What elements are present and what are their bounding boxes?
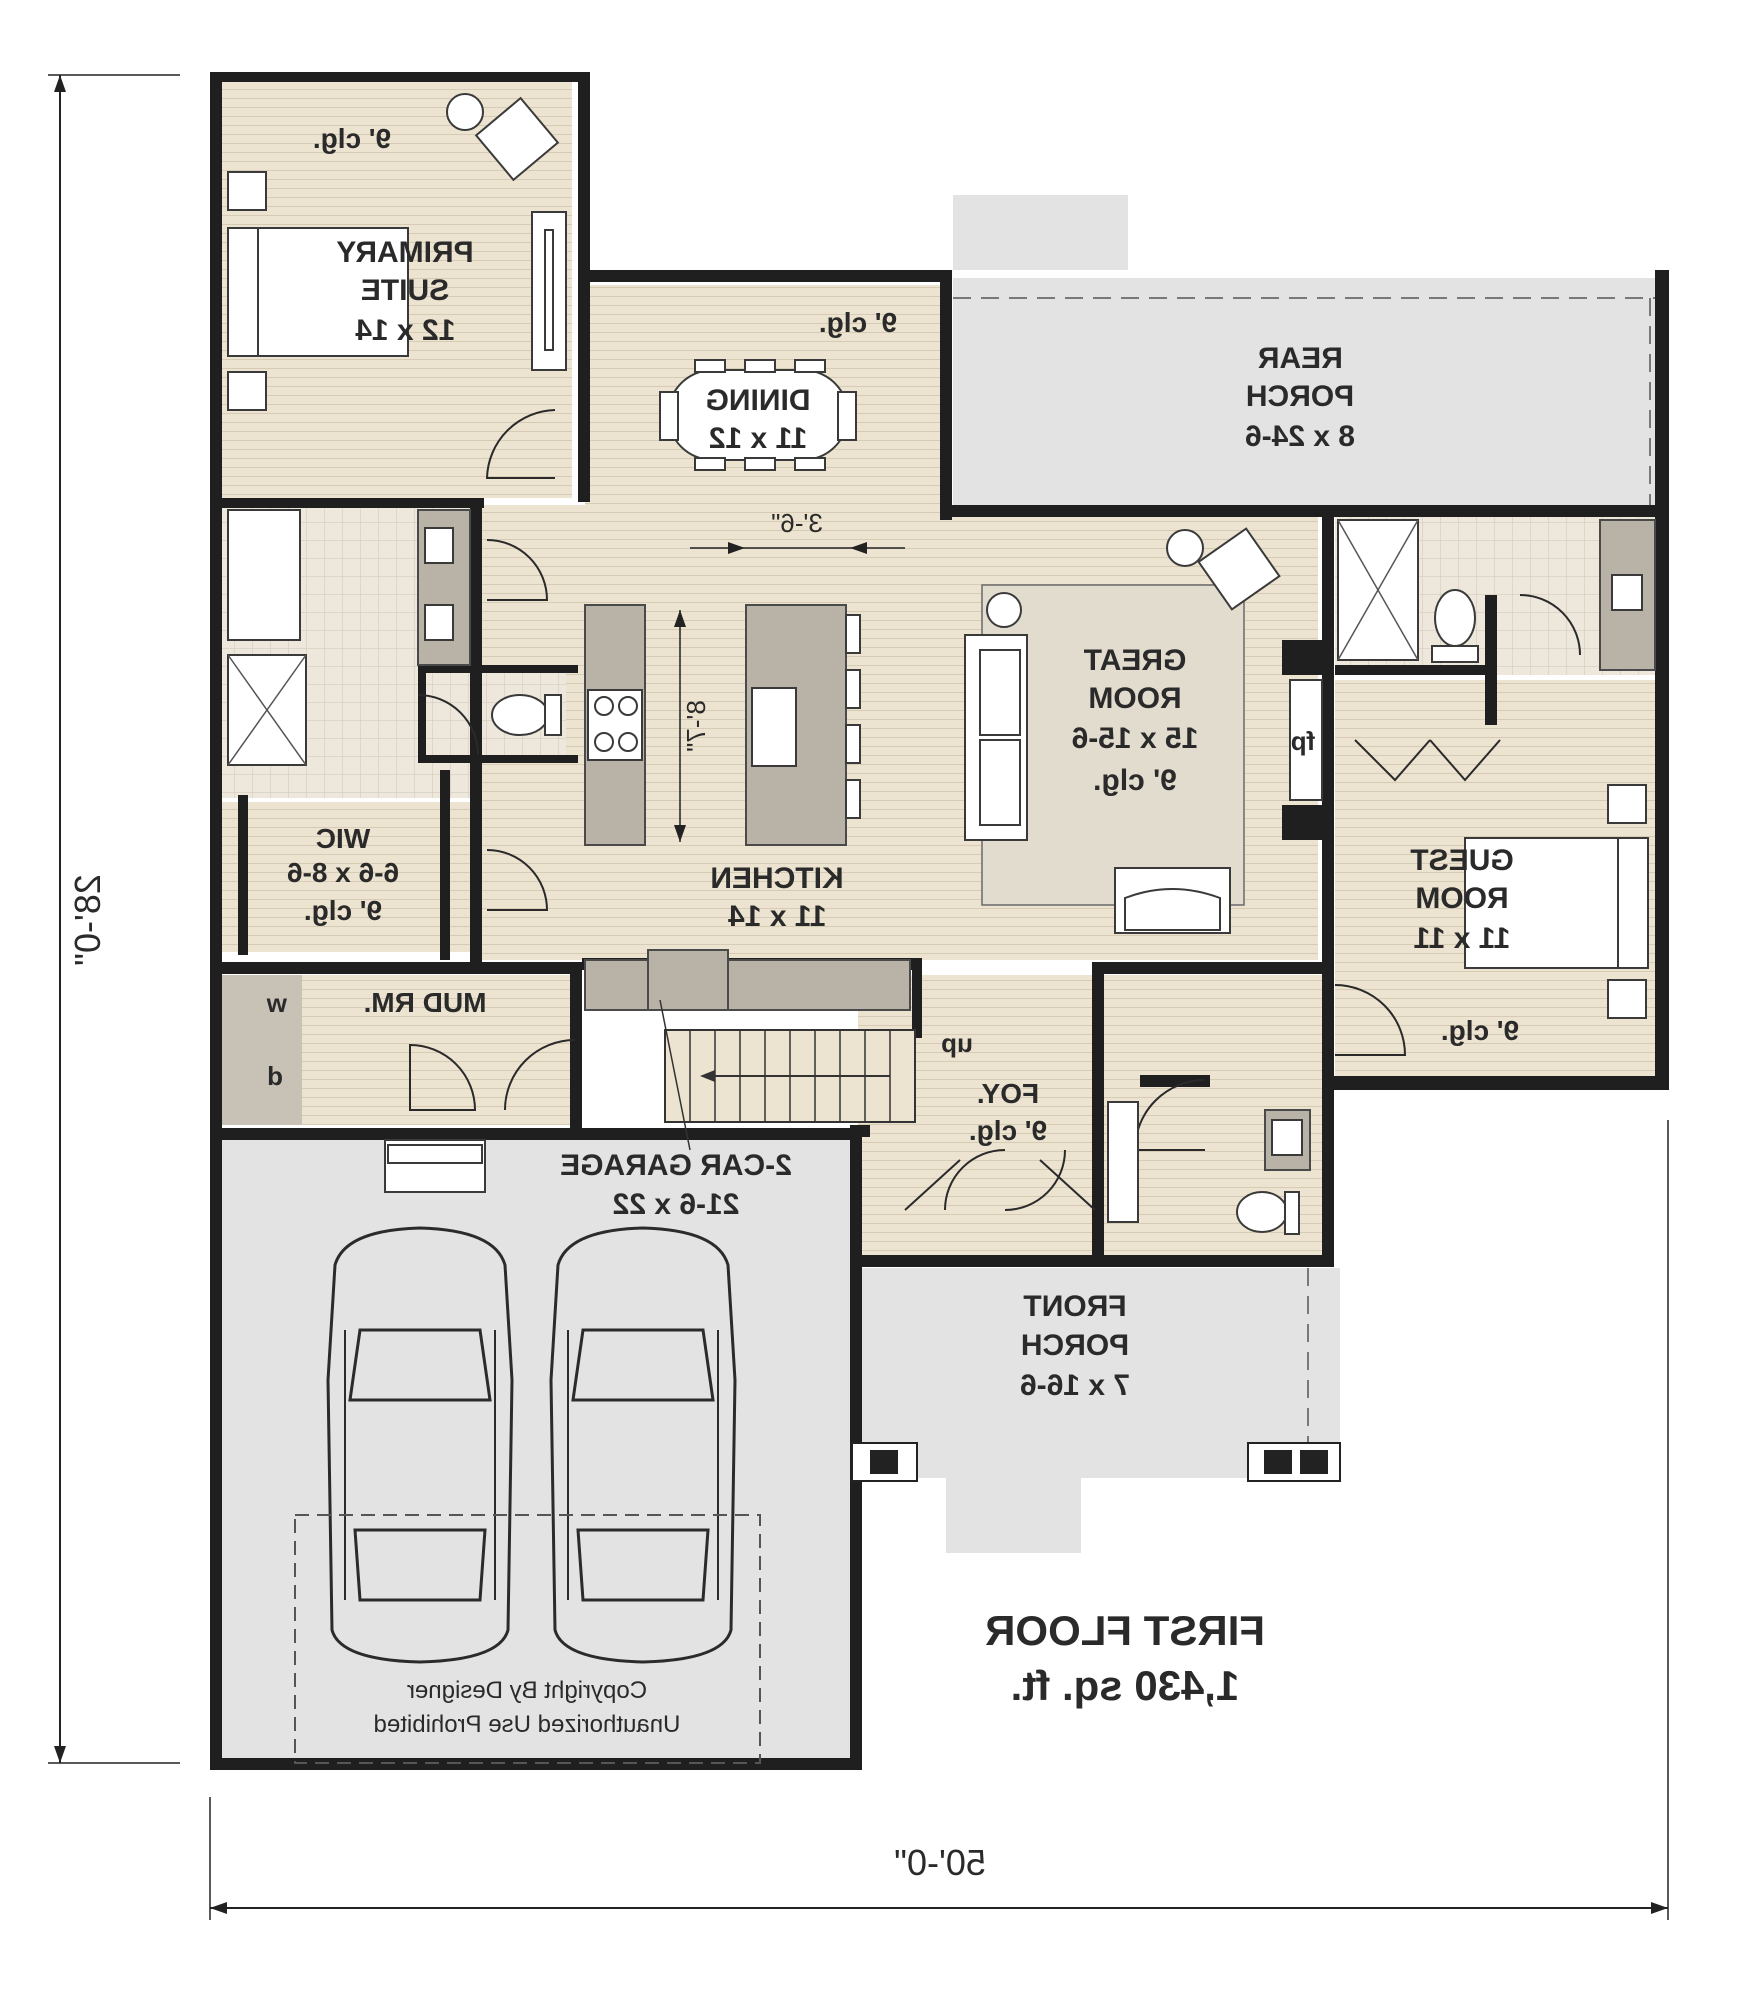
front-porch-name-1: FRONT (1023, 1290, 1126, 1323)
primary-suite-ceiling: 9' clg. (313, 123, 391, 154)
car-left (326, 1226, 514, 1664)
plan-title: FIRST FLOOR (985, 1607, 1265, 1654)
exterior-walls (210, 72, 1669, 1770)
washer-label: w (266, 988, 288, 1018)
clearance-dimension: 3'-6" (690, 508, 905, 554)
mudroom-bench (384, 1139, 486, 1193)
kitchen-size: 11 x 14 (728, 900, 827, 933)
guest-room-size: 11 x 11 (1414, 922, 1511, 955)
wic-ceiling: 9' clg. (304, 895, 382, 926)
stair-up-label: up (941, 1028, 973, 1058)
guest-bed (1464, 784, 1649, 1019)
plan-title-block: FIRST FLOOR 1,430 sq. ft. (985, 1607, 1265, 1709)
rear-porch-label: REAR PORCH 8 x 24-6 (1245, 342, 1355, 453)
great-room-name-1: GREAT (1084, 644, 1187, 677)
garage-floor (222, 1138, 850, 1760)
wic-size: 6-6 x 8-6 (287, 857, 399, 888)
primary-suite-size: 12 x 14 (355, 314, 455, 347)
front-porch-label: FRONT PORCH 7 x 16-6 (1020, 1290, 1130, 1402)
fireplace-label: fp (1291, 726, 1316, 756)
stair-counter (584, 949, 911, 1011)
dimension-labels: 50'-0" 28'-0" (67, 874, 986, 1883)
island-clearance-label: 3'-6" (771, 508, 823, 538)
copyright-line-2: Unauthorized Use Prohibited (374, 1711, 681, 1738)
fireplace (1282, 640, 1323, 840)
laundry-area (222, 975, 302, 1125)
garage-name: 2-CAR GARAGE (560, 1149, 792, 1182)
guest-room-label: GUEST ROOM 11 x 11 9' clg. (1410, 844, 1519, 1046)
primary-suite-name-1: PRIMARY (336, 236, 473, 269)
dining-ceiling: 9' clg. (819, 307, 897, 338)
front-porch-size: 7 x 16-6 (1020, 1369, 1130, 1402)
great-room-size: 15 x 15-6 (1072, 722, 1199, 755)
overall-depth-label: 28'-0" (67, 874, 108, 966)
great-room-name-2: ROOM (1088, 682, 1181, 715)
great-room-armchair (1114, 527, 1281, 934)
guest-room-ceiling: 9' clg. (1441, 1015, 1519, 1046)
car-right (549, 1226, 737, 1664)
foyer-ceiling: 9' clg. (969, 1115, 1047, 1146)
dining-label: 9' clg. DINING 11 x 12 (706, 307, 898, 455)
primary-bed (227, 171, 409, 411)
dining-name: DINING (706, 384, 811, 417)
rear-porch-name-1: REAR (1257, 342, 1342, 375)
wic-label: WIC 6-6 x 8-6 9' clg. (287, 823, 399, 926)
garage-label: 2-CAR GARAGE 21-6 x 22 (560, 1149, 792, 1221)
rear-porch-name-2: PORCH (1246, 380, 1354, 413)
depth-dimension-line (48, 74, 180, 1764)
primary-bath-fixtures (227, 509, 562, 766)
guest-room-name-2: ROOM (1415, 882, 1508, 915)
rear-porch (953, 195, 1667, 508)
porch-columns (851, 1442, 1341, 1482)
copyright-notice: Copyright By Designer Unauthorized Use P… (374, 1677, 681, 1738)
island-length-label: 8'-7" (681, 700, 711, 752)
foyer-closet (1107, 1101, 1311, 1235)
kitchen-label: KITCHEN 11 x 14 (710, 862, 843, 933)
overall-width-label: 50'-0" (894, 1842, 986, 1883)
front-porch-name-2: PORCH (1021, 1329, 1129, 1362)
sofa (964, 592, 1028, 841)
wic-name: WIC (316, 823, 370, 854)
dryer-label: d (267, 1061, 283, 1091)
primary-suite-label: 9' clg. PRIMARY SUITE 12 x 14 (313, 123, 474, 347)
great-room-ceiling: 9' clg. (1093, 764, 1177, 797)
garage-overhead-door-outline (294, 1514, 761, 1764)
mud-room-label: MUD RM. w d (266, 987, 487, 1091)
rear-porch-size: 8 x 24-6 (1245, 420, 1355, 453)
doors (409, 409, 1581, 1211)
kitchen-name: KITCHEN (710, 862, 843, 895)
kitchen-island (745, 604, 861, 846)
primary-dresser (531, 211, 567, 371)
primary-armchair (446, 93, 560, 182)
dining-table (659, 359, 857, 471)
garage-size: 21-6 x 22 (613, 1188, 740, 1221)
wic-floor (222, 802, 474, 952)
primary-suite-name-2: SUITE (361, 274, 449, 307)
dining-size: 11 x 12 (709, 422, 807, 455)
plan-area: 1,430 sq. ft. (1011, 1662, 1240, 1709)
island-length-dimension: 8'-7" (674, 610, 711, 842)
foyer-name: FOY. (977, 1078, 1039, 1109)
great-room-label: GREAT ROOM 15 x 15-6 9' clg. fp (1072, 644, 1316, 797)
interior-walls (222, 498, 1497, 1262)
mud-room-name: MUD RM. (364, 987, 487, 1018)
copyright-line-1: Copyright By Designer (407, 1677, 647, 1704)
width-dimension-line (209, 1120, 1669, 1920)
guest-room-name-1: GUEST (1410, 844, 1513, 877)
kitchen-counter (584, 604, 646, 846)
guest-bath-fixtures (1337, 519, 1656, 671)
stairs (659, 999, 916, 1151)
foyer-label: up FOY. 9' clg. (941, 1028, 1047, 1146)
